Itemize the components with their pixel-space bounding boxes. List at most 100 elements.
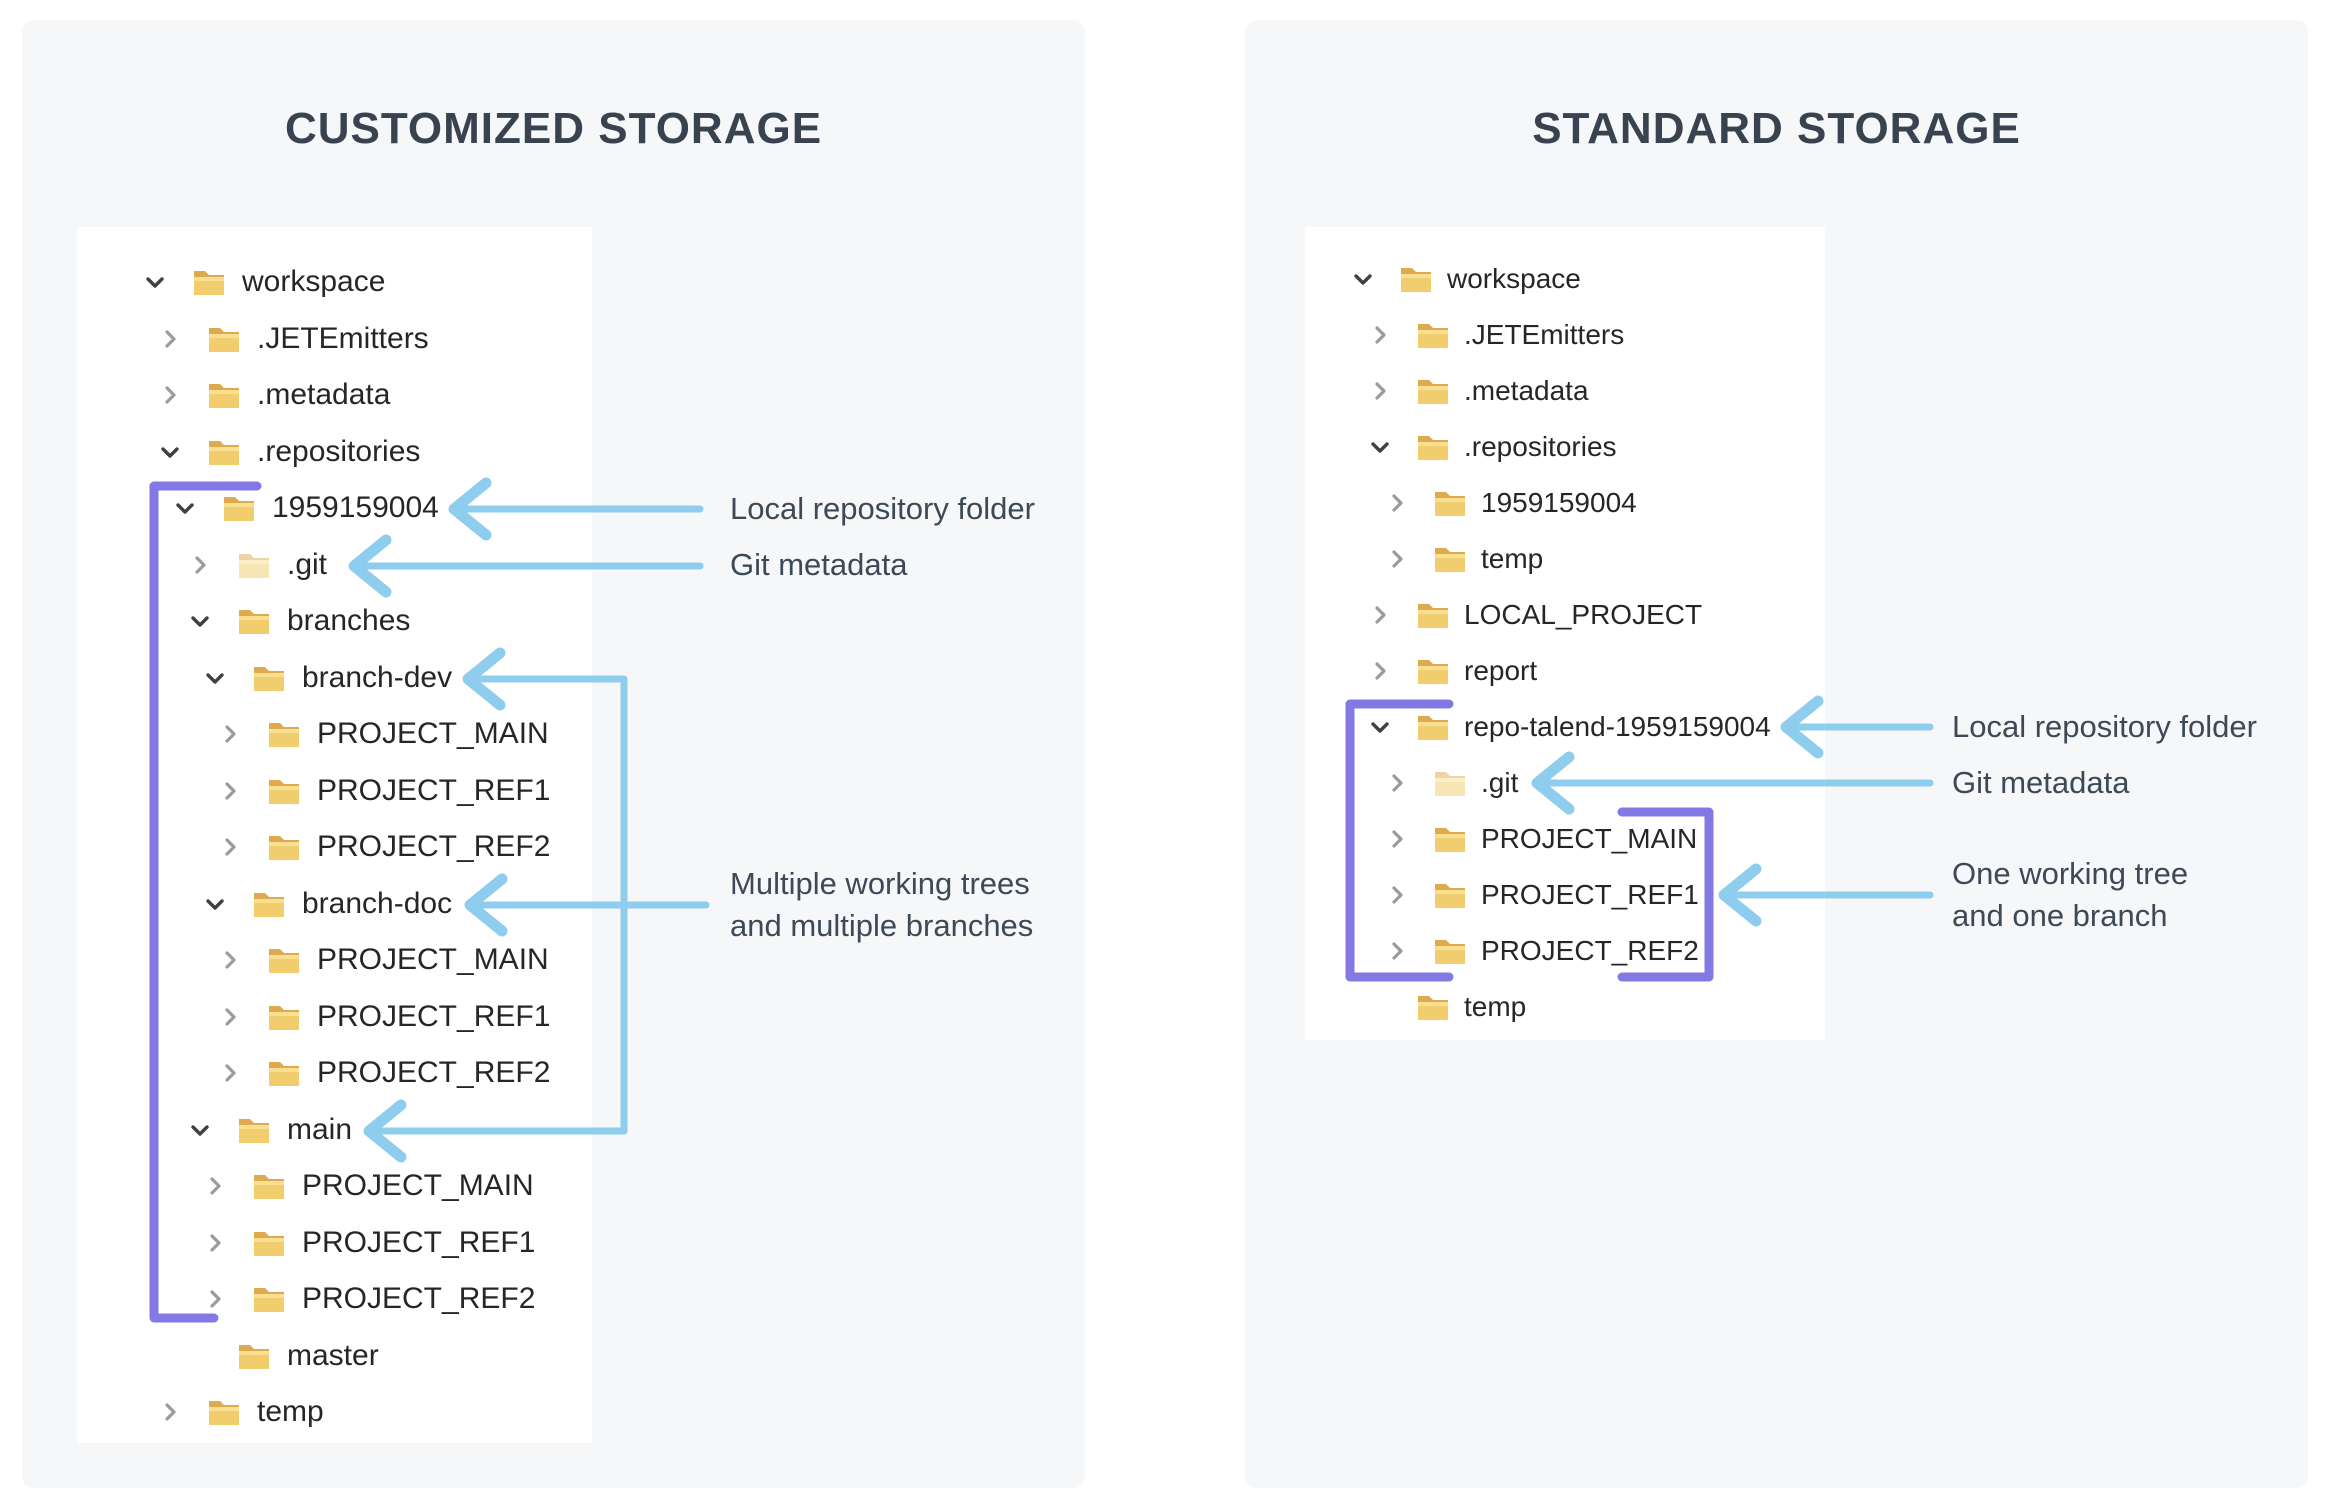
chevron-down-icon[interactable] xyxy=(158,440,182,464)
chevron-right-icon[interactable] xyxy=(188,553,212,577)
chevron-right-icon[interactable] xyxy=(218,779,242,803)
tree-item-project-ref1[interactable]: PROJECT_REF1 xyxy=(1305,867,1825,923)
tree-expander[interactable] xyxy=(1367,378,1393,404)
tree-expander[interactable] xyxy=(1350,266,1376,292)
tree-expander[interactable] xyxy=(1367,714,1393,740)
tree-item-temp[interactable]: temp xyxy=(1305,531,1825,587)
tree-item--jetemitters[interactable]: .JETEmitters xyxy=(77,311,592,368)
tree-expander[interactable] xyxy=(157,382,183,408)
tree-expander[interactable] xyxy=(202,665,228,691)
tree-item-project-main[interactable]: PROJECT_MAIN xyxy=(77,706,592,763)
tree-expander[interactable] xyxy=(202,1286,228,1312)
tree-item-project-ref1[interactable]: PROJECT_REF1 xyxy=(77,763,592,820)
tree-expander[interactable] xyxy=(217,721,243,747)
tree-item--jetemitters[interactable]: .JETEmitters xyxy=(1305,307,1825,363)
tree-item-temp[interactable]: temp xyxy=(77,1384,592,1441)
tree-expander[interactable] xyxy=(157,1399,183,1425)
tree-expander[interactable] xyxy=(157,439,183,465)
chevron-right-icon[interactable] xyxy=(158,327,182,351)
tree-expander[interactable] xyxy=(187,608,213,634)
chevron-right-icon[interactable] xyxy=(1385,827,1409,851)
chevron-right-icon[interactable] xyxy=(1368,379,1392,403)
chevron-right-icon[interactable] xyxy=(158,1400,182,1424)
chevron-down-icon[interactable] xyxy=(203,892,227,916)
chevron-right-icon[interactable] xyxy=(158,383,182,407)
tree-item-local-project[interactable]: LOCAL_PROJECT xyxy=(1305,587,1825,643)
chevron-down-icon[interactable] xyxy=(143,270,167,294)
tree-item-project-ref1[interactable]: PROJECT_REF1 xyxy=(77,1215,592,1272)
chevron-down-icon[interactable] xyxy=(1351,267,1375,291)
chevron-right-icon[interactable] xyxy=(1385,883,1409,907)
tree-expander[interactable] xyxy=(172,495,198,521)
chevron-right-icon[interactable] xyxy=(1368,659,1392,683)
chevron-down-icon[interactable] xyxy=(188,609,212,633)
tree-expander[interactable] xyxy=(187,552,213,578)
tree-expander[interactable] xyxy=(142,269,168,295)
chevron-right-icon[interactable] xyxy=(218,722,242,746)
tree-item--metadata[interactable]: .metadata xyxy=(1305,363,1825,419)
tree-item--repositories[interactable]: .repositories xyxy=(1305,419,1825,475)
chevron-right-icon[interactable] xyxy=(1385,547,1409,571)
chevron-down-icon[interactable] xyxy=(188,1118,212,1142)
tree-item-project-main[interactable]: PROJECT_MAIN xyxy=(77,932,592,989)
tree-item-project-main[interactable]: PROJECT_MAIN xyxy=(77,1158,592,1215)
tree-item-branch-doc[interactable]: branch-doc xyxy=(77,876,592,933)
tree-expander[interactable] xyxy=(1367,322,1393,348)
tree-item--git[interactable]: .git xyxy=(1305,755,1825,811)
chevron-right-icon[interactable] xyxy=(203,1174,227,1198)
tree-item-branches[interactable]: branches xyxy=(77,593,592,650)
tree-item--metadata[interactable]: .metadata xyxy=(77,367,592,424)
tree-item-project-ref2[interactable]: PROJECT_REF2 xyxy=(77,1045,592,1102)
chevron-right-icon[interactable] xyxy=(1385,491,1409,515)
tree-item-branch-dev[interactable]: branch-dev xyxy=(77,650,592,707)
tree-item-repo-talend-1959159004[interactable]: repo-talend-1959159004 xyxy=(1305,699,1825,755)
tree-item-project-ref2[interactable]: PROJECT_REF2 xyxy=(1305,923,1825,979)
chevron-right-icon[interactable] xyxy=(218,948,242,972)
tree-expander[interactable] xyxy=(1384,882,1410,908)
tree-expander[interactable] xyxy=(202,1230,228,1256)
tree-expander[interactable] xyxy=(217,1004,243,1030)
tree-expander[interactable] xyxy=(202,891,228,917)
chevron-right-icon[interactable] xyxy=(1385,771,1409,795)
tree-item-project-ref2[interactable]: PROJECT_REF2 xyxy=(77,1271,592,1328)
tree-expander[interactable] xyxy=(1367,658,1393,684)
tree-item-workspace[interactable]: workspace xyxy=(77,254,592,311)
tree-item--repositories[interactable]: .repositories xyxy=(77,424,592,481)
chevron-down-icon[interactable] xyxy=(173,496,197,520)
tree-expander[interactable] xyxy=(1367,434,1393,460)
chevron-right-icon[interactable] xyxy=(218,1061,242,1085)
tree-item-temp[interactable]: temp xyxy=(1305,979,1825,1035)
chevron-right-icon[interactable] xyxy=(203,1287,227,1311)
tree-item-1959159004[interactable]: 1959159004 xyxy=(77,480,592,537)
chevron-down-icon[interactable] xyxy=(1368,715,1392,739)
tree-item-project-ref1[interactable]: PROJECT_REF1 xyxy=(77,989,592,1046)
tree-expander[interactable] xyxy=(1384,826,1410,852)
tree-item-report[interactable]: report xyxy=(1305,643,1825,699)
chevron-right-icon[interactable] xyxy=(1385,939,1409,963)
tree-expander[interactable] xyxy=(1384,546,1410,572)
tree-expander[interactable] xyxy=(217,778,243,804)
tree-expander[interactable] xyxy=(217,1060,243,1086)
tree-expander[interactable] xyxy=(217,947,243,973)
tree-expander[interactable] xyxy=(202,1173,228,1199)
tree-item-project-main[interactable]: PROJECT_MAIN xyxy=(1305,811,1825,867)
tree-item-1959159004[interactable]: 1959159004 xyxy=(1305,475,1825,531)
tree-item-workspace[interactable]: workspace xyxy=(1305,251,1825,307)
tree-item-project-ref2[interactable]: PROJECT_REF2 xyxy=(77,819,592,876)
tree-expander[interactable] xyxy=(1384,490,1410,516)
chevron-right-icon[interactable] xyxy=(218,1005,242,1029)
chevron-right-icon[interactable] xyxy=(218,835,242,859)
tree-expander[interactable] xyxy=(187,1117,213,1143)
chevron-right-icon[interactable] xyxy=(1368,323,1392,347)
tree-item--git[interactable]: .git xyxy=(77,537,592,594)
tree-expander[interactable] xyxy=(1367,602,1393,628)
tree-expander[interactable] xyxy=(217,834,243,860)
tree-item-master[interactable]: master xyxy=(77,1328,592,1385)
tree-item-main[interactable]: main xyxy=(77,1102,592,1159)
tree-expander[interactable] xyxy=(1384,770,1410,796)
tree-expander[interactable] xyxy=(157,326,183,352)
chevron-down-icon[interactable] xyxy=(203,666,227,690)
chevron-right-icon[interactable] xyxy=(203,1231,227,1255)
tree-expander[interactable] xyxy=(1384,938,1410,964)
chevron-right-icon[interactable] xyxy=(1368,603,1392,627)
